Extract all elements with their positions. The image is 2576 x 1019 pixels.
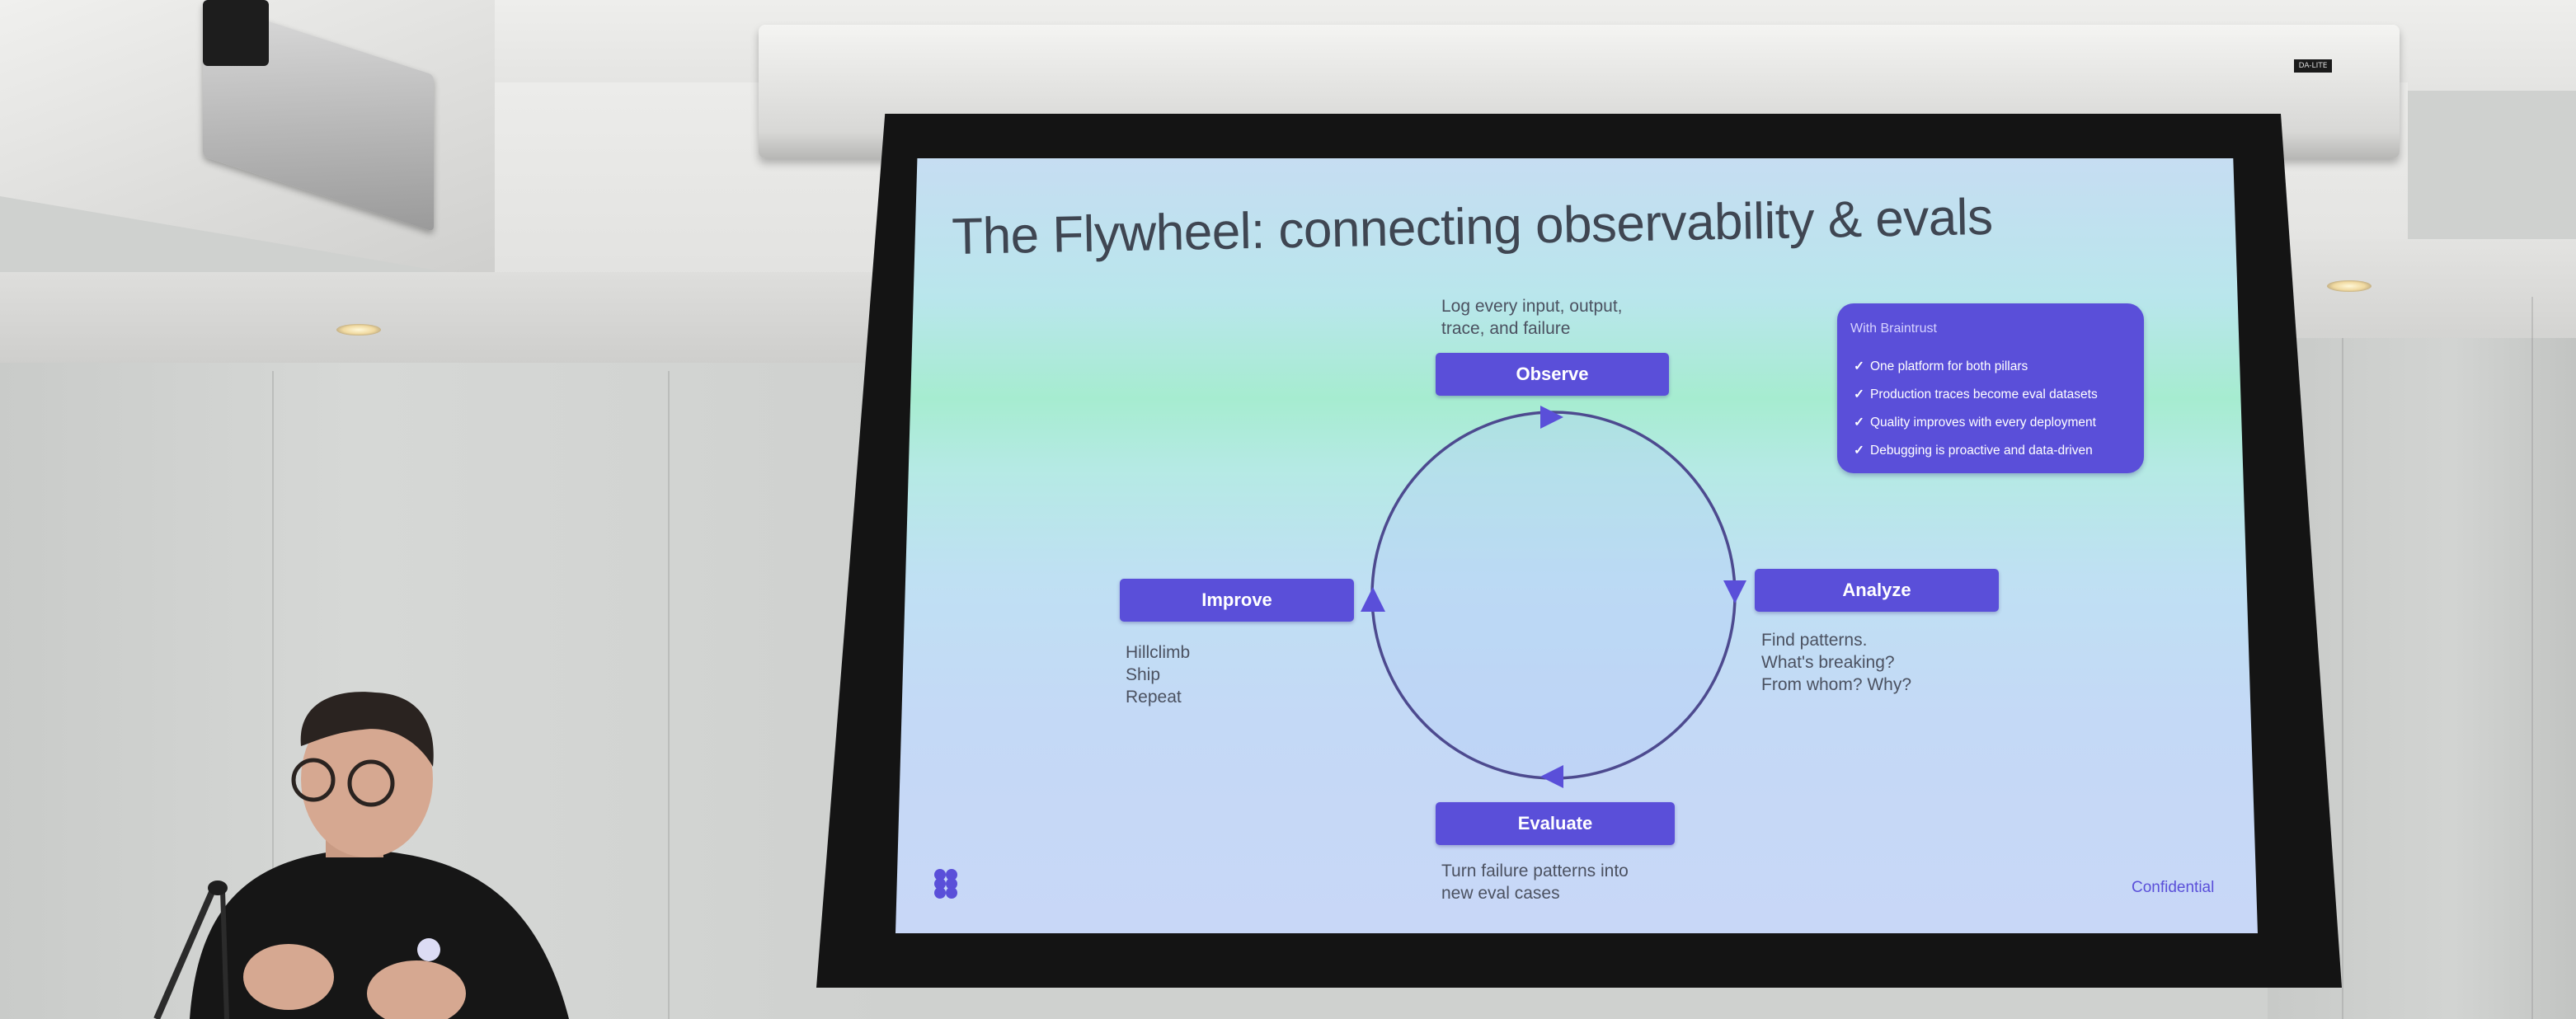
analyze-caption-line: From whom? Why? [1761, 675, 1912, 694]
check-icon: ✓ [1854, 416, 1864, 430]
flywheel-circle [1370, 411, 1737, 780]
soffit-right [2268, 239, 2576, 346]
analyze-caption-line: What's breaking? [1761, 653, 1895, 672]
improve-caption-line: Ship [1126, 665, 1161, 684]
projector-lens [203, 0, 269, 66]
evaluate-caption: Turn failure patterns into new eval case… [1441, 860, 1629, 904]
callout-item: ✓ Production traces become eval datasets [1854, 381, 2098, 409]
wall-panel-seam [668, 371, 670, 1019]
arrow-right-icon [1723, 580, 1746, 603]
check-icon: ✓ [1854, 359, 1864, 373]
observe-caption-line: trace, and failure [1441, 319, 1571, 338]
wall-panel-seam [2342, 338, 2343, 1019]
glasses-icon [347, 759, 395, 807]
callout-item-text: One platform for both pillars [1870, 359, 2028, 373]
analyze-caption-line: Find patterns. [1761, 631, 1868, 650]
microphone-stand [220, 890, 229, 1019]
soffit-left [0, 272, 891, 371]
callout-item-text: Debugging is proactive and data-driven [1870, 444, 2093, 458]
analyze-caption: Find patterns. What's breaking? From who… [1761, 629, 1911, 696]
callout-item-text: Quality improves with every deployment [1870, 416, 2096, 430]
wall-panel-seam [2531, 297, 2533, 1019]
stage-evaluate: Evaluate [1436, 802, 1675, 845]
screen-brand-label: DA-LITE [2294, 59, 2332, 73]
stage-observe: Observe [1436, 353, 1669, 396]
braintrust-logo-icon [934, 869, 957, 899]
improve-caption: Hillclimb Ship Repeat [1126, 641, 1190, 708]
observe-caption-line: Log every input, output, [1441, 297, 1623, 316]
presenter-hand [367, 960, 466, 1019]
presenter-hair [300, 692, 434, 767]
callout-heading: With Braintrust [1850, 322, 1937, 336]
braintrust-callout: With Braintrust ✓ One platform for both p… [1837, 303, 2144, 473]
microphone-icon [208, 880, 228, 895]
ceiling-light [336, 324, 381, 336]
stage-improve: Improve [1120, 579, 1354, 622]
presenter-hand [243, 944, 334, 1010]
arrow-bottom-icon [1540, 765, 1563, 788]
arrow-top-icon [1540, 406, 1563, 429]
callout-item: ✓ Quality improves with every deployment [1854, 409, 2098, 437]
presenter [153, 692, 569, 1019]
shirt-logo-icon [417, 938, 440, 961]
presenter-face [301, 701, 433, 857]
check-icon: ✓ [1854, 387, 1864, 401]
improve-caption-line: Repeat [1126, 688, 1182, 707]
evaluate-caption-line: new eval cases [1441, 884, 1560, 903]
callout-item: ✓ One platform for both pillars [1854, 353, 2098, 381]
observe-caption: Log every input, output, trace, and fail… [1441, 295, 1623, 340]
evaluate-caption-line: Turn failure patterns into [1441, 862, 1629, 880]
stage-analyze: Analyze [1755, 569, 1999, 612]
wall-panel-seam [272, 371, 274, 1019]
callout-list: ✓ One platform for both pillars ✓ Producti… [1854, 353, 2098, 465]
improve-caption-line: Hillclimb [1126, 643, 1191, 662]
microphone-stand [153, 885, 218, 1019]
check-icon: ✓ [1854, 444, 1864, 458]
ceiling-light [2327, 280, 2372, 292]
arrow-left-icon [1361, 587, 1385, 612]
callout-item-text: Production traces become eval datasets [1870, 387, 2098, 401]
callout-item: ✓ Debugging is proactive and data-driven [1854, 437, 2098, 465]
glasses-icon [291, 758, 336, 802]
confidential-label: Confidential [2132, 879, 2215, 896]
